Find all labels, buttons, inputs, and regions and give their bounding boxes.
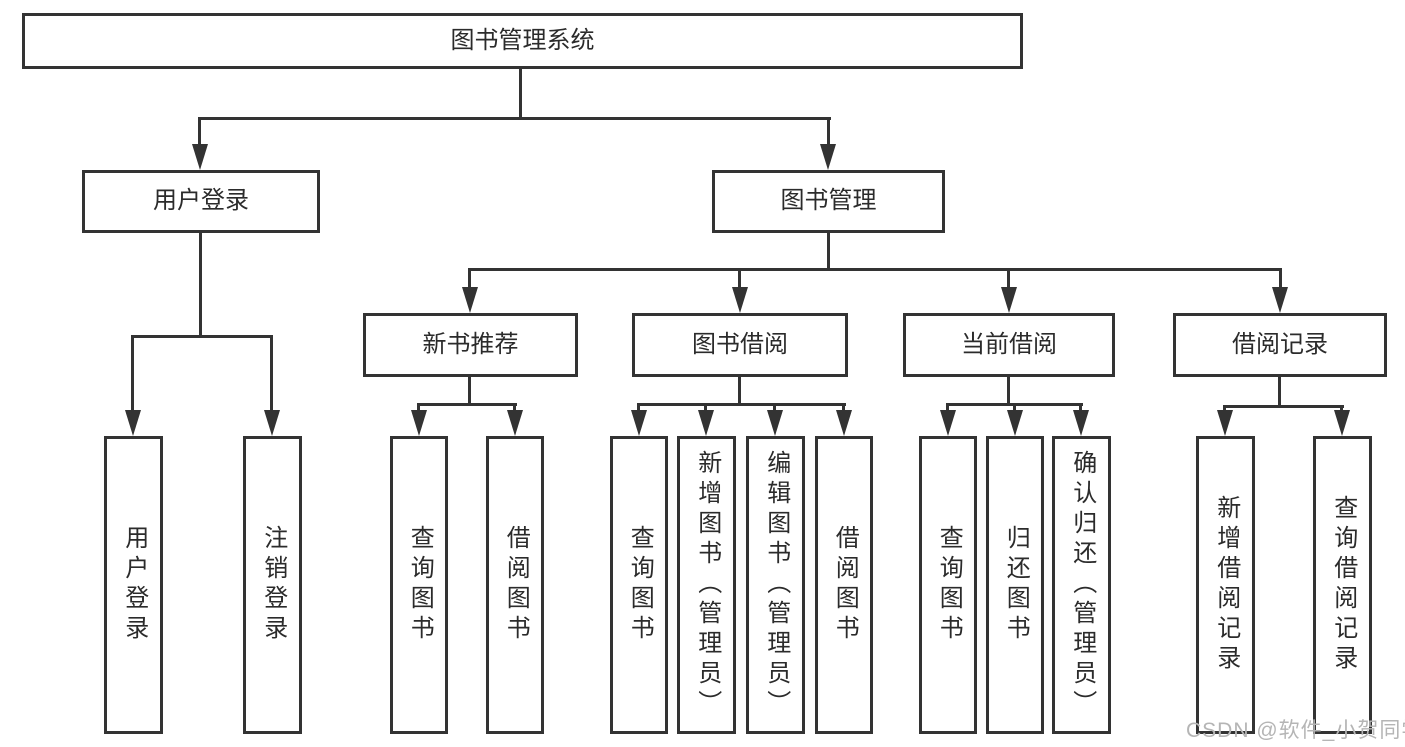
node-book-borrow: 图书借阅: [632, 313, 848, 377]
leaf-query-books-current: 查询图书: [919, 436, 977, 734]
connector-current-borrow-stem: [1007, 377, 1010, 403]
leaf-add-book-admin: 新增图书（管理员）: [677, 436, 736, 734]
connector-borrow-records-bar: [1223, 405, 1344, 408]
leaf-return-books: 归还图书: [986, 436, 1044, 734]
connector-drop: [842, 406, 845, 412]
arrowhead-down-icon: [631, 410, 647, 436]
leaf-borrow-books: 借阅图书: [815, 436, 873, 734]
connector-drop: [1013, 406, 1016, 412]
connector-drop-leaf-logout: [270, 338, 273, 412]
connector-drop-new-book: [468, 271, 471, 289]
node-book-management: 图书管理: [712, 170, 945, 233]
connector-book-borrow-bar: [637, 403, 846, 406]
connector-drop-current-borrow: [1007, 271, 1010, 289]
connector-current-borrow-bar: [946, 403, 1083, 406]
connector-drop-borrow-records: [1279, 271, 1282, 289]
leaf-add-borrow-record: 新增借阅记录: [1196, 436, 1255, 734]
connector-borrow-records-stem: [1278, 377, 1281, 405]
arrowhead-down-icon: [1217, 410, 1233, 436]
arrowhead-down-icon: [192, 144, 208, 170]
arrowhead-down-icon: [836, 410, 852, 436]
connector-drop: [417, 406, 420, 412]
node-current-borrow: 当前借阅: [903, 313, 1115, 377]
node-borrow-records: 借阅记录: [1173, 313, 1387, 377]
leaf-query-books-borrow: 查询图书: [610, 436, 668, 734]
leaf-confirm-return-admin: 确认归还（管理员）: [1052, 436, 1111, 734]
leaf-edit-book-admin: 编辑图书（管理员）: [746, 436, 805, 734]
arrowhead-down-icon: [1007, 410, 1023, 436]
connector-user-login-stem: [199, 233, 202, 335]
arrowhead-down-icon: [264, 410, 280, 436]
arrowhead-down-icon: [1001, 287, 1017, 313]
leaf-query-books-recommend: 查询图书: [390, 436, 448, 734]
arrowhead-down-icon: [820, 144, 836, 170]
arrowhead-down-icon: [698, 410, 714, 436]
connector-book-management-bar: [468, 268, 1282, 271]
arrowhead-down-icon: [125, 410, 141, 436]
connector-book-borrow-stem: [738, 377, 741, 403]
connector-root-bar: [198, 117, 831, 120]
connector-new-book-stem: [468, 377, 471, 403]
connector-drop: [513, 406, 516, 412]
connector-user-login-bar: [131, 335, 273, 338]
arrowhead-down-icon: [462, 287, 478, 313]
connector-drop-leaf-user-login: [131, 338, 134, 412]
arrowhead-down-icon: [1334, 410, 1350, 436]
connector-drop: [773, 406, 776, 412]
leaf-borrow-books-recommend: 借阅图书: [486, 436, 544, 734]
arrowhead-down-icon: [940, 410, 956, 436]
leaf-query-borrow-record: 查询借阅记录: [1313, 436, 1372, 734]
node-new-book-recommend: 新书推荐: [363, 313, 578, 377]
connector-drop-user-login: [198, 120, 201, 146]
arrowhead-down-icon: [1073, 410, 1089, 436]
leaf-user-login: 用户登录: [104, 436, 163, 734]
connector-drop: [704, 406, 707, 412]
node-library-management-system: 图书管理系统: [22, 13, 1023, 69]
connector-book-management-stem: [827, 233, 830, 268]
connector-drop-book-borrow: [738, 271, 741, 289]
connector-drop: [637, 406, 640, 412]
connector-drop: [946, 406, 949, 412]
arrowhead-down-icon: [767, 410, 783, 436]
arrowhead-down-icon: [1272, 287, 1288, 313]
connector-drop-book-management: [827, 120, 830, 146]
arrowhead-down-icon: [732, 287, 748, 313]
connector-new-book-bar: [417, 403, 517, 406]
arrowhead-down-icon: [507, 410, 523, 436]
watermark: CSDN @软件_小贺同学: [1186, 719, 1405, 742]
connector-drop: [1079, 406, 1082, 412]
leaf-logout: 注销登录: [243, 436, 302, 734]
connector-root-stem: [519, 69, 522, 117]
arrowhead-down-icon: [411, 410, 427, 436]
node-user-login: 用户登录: [82, 170, 320, 233]
